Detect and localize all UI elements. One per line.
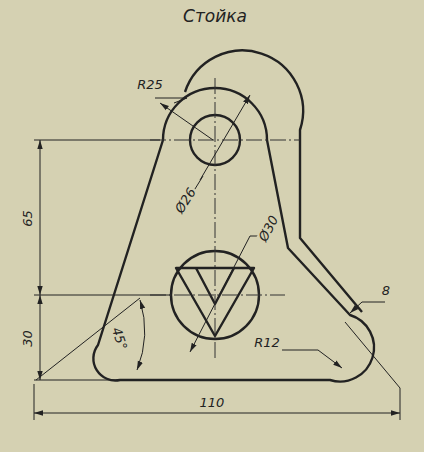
linear-dimension: 30 [20,329,33,348]
diameter-dimension: Ø26 [172,184,198,215]
linear-dimension: 65 [20,209,33,228]
thickness-dimension: 8 [381,284,391,297]
part-outline [93,50,374,381]
linear-dimension: 110 [199,396,226,409]
dimension-lines [34,95,400,420]
diameter-dimension: Ø30 [256,212,281,244]
angle-dimension: 45° [110,324,130,352]
center-lines [150,78,300,360]
radius-dimension: R12 [253,336,281,349]
drawing-title: Стойка [183,6,247,26]
radius-dimension: R25 [136,78,164,91]
